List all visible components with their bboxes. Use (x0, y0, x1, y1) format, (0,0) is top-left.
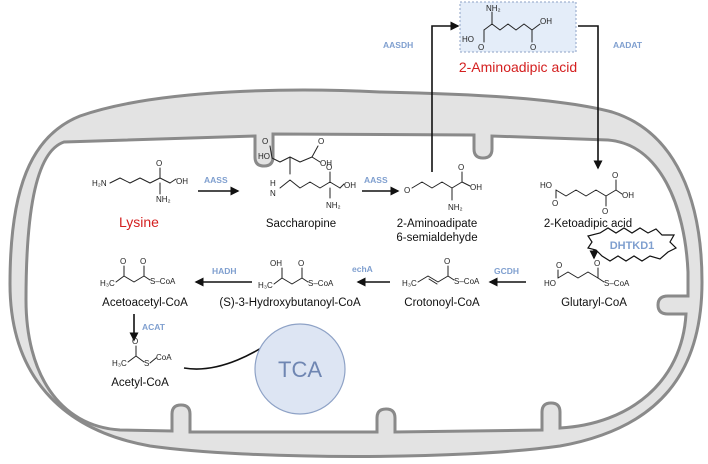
hydroxybutanoyl-coa-label: (S)-3-Hydroxybutanoyl-CoA (219, 297, 361, 309)
coa-thioester-label: S–CoA (604, 279, 630, 288)
enzyme-aass: AASS (364, 175, 388, 185)
hydroxyl-label: OH (344, 181, 356, 190)
amino-group-label: NH₂ (486, 4, 501, 13)
enzyme-echa: echA (352, 264, 373, 274)
aminoadipate-semialdehyde-label-1: 2-Aminoadipate (397, 218, 478, 230)
lysine-label: Lysine (119, 214, 159, 230)
oxygen-label: O (602, 207, 608, 216)
saccharopine-structure: HO O O OH H N O OH NH₂ (258, 137, 356, 210)
hydroxyl-label: OH (622, 191, 634, 200)
enzyme-gcdh: GCDH (494, 266, 519, 276)
methyl-label: H₃C (402, 279, 417, 288)
oxygen-label: O (612, 171, 618, 180)
methyl-label: H₃C (258, 281, 273, 290)
aminoadipate-semialdehyde-structure: O O OH NH₂ (404, 163, 482, 212)
oxygen-label: O (552, 199, 558, 208)
oxygen-label: O (444, 257, 450, 266)
hydroxyl-label: HO (258, 152, 270, 161)
amino-group-label: H₂N (92, 179, 107, 188)
methyl-label: H₃C (100, 279, 115, 288)
oxygen-label: O (458, 163, 464, 172)
coa-thioester-label: S–CoA (454, 277, 480, 286)
glutaryl-coa-structure: HO O O S–CoA (544, 259, 630, 288)
amino-group-label: NH₂ (326, 201, 341, 210)
acetyl-coa-label: Acetyl-CoA (111, 377, 169, 389)
dhtkd1-starburst (587, 227, 678, 262)
acetyl-coa-structure: H₃C O S CoA (112, 337, 172, 368)
oxygen-label: O (404, 186, 410, 195)
ketoadipic-acid-structure: HO O O O OH (540, 171, 634, 216)
enzyme-acat: ACAT (142, 322, 166, 332)
hydroxyl-label: OH (176, 177, 188, 186)
enzyme-dhtkd1: DHTKD1 (610, 240, 655, 252)
hydroxyl-label: OH (470, 183, 482, 192)
amino-group-label: NH₂ (448, 203, 463, 212)
oxygen-label: O (318, 137, 324, 146)
aminoadipic-acid-structure: NH₂ HO O OH O (462, 4, 552, 52)
oxygen-label: O (530, 43, 536, 52)
aminoadipic-acid-label: 2-Aminoadipic acid (459, 59, 577, 75)
hydroxyl-label: OH (320, 159, 332, 168)
amino-group-label: NH₂ (156, 195, 171, 204)
hydroxyl-label: HO (544, 279, 556, 288)
enzyme-aasdh: AASDH (383, 40, 413, 50)
hydroxyl-label: HO (540, 181, 552, 190)
saccharopine-label: Saccharopine (266, 218, 336, 230)
hydroxyl-label: OH (540, 17, 552, 26)
oxygen-label: O (478, 43, 484, 52)
oxygen-label: O (594, 259, 600, 268)
import-arrow (578, 25, 603, 170)
oxygen-label: O (140, 257, 146, 266)
hydroxyl-label: OH (270, 259, 282, 268)
sulfur-label: S (144, 359, 149, 368)
ketoadipic-acid-label: 2-Ketoadipic acid (544, 218, 632, 230)
export-arrow (431, 21, 460, 172)
oxygen-label: O (156, 159, 162, 168)
methyl-label: H₃C (112, 359, 127, 368)
enzyme-hadh: HADH (212, 266, 237, 276)
oxygen-label: O (298, 259, 304, 268)
oxygen-label: O (326, 163, 332, 172)
hydrogen-label: H (270, 179, 276, 188)
coa-label: CoA (156, 353, 172, 362)
hydroxyl-label: HO (462, 35, 474, 44)
lysine-structure: H₂N O OH NH₂ (92, 159, 188, 204)
enzyme-aass: AASS (204, 175, 228, 185)
nitrogen-label: N (270, 189, 276, 198)
acetoacetyl-coa-structure: H₃C O O S–CoA (100, 257, 176, 288)
glutaryl-coa-label: Glutaryl-CoA (561, 297, 627, 309)
oxygen-label: O (132, 337, 138, 346)
acetoacetyl-coa-label: Acetoacetyl-CoA (102, 297, 188, 309)
hydroxybutanoyl-coa-structure: H₃C OH O S–CoA (258, 259, 334, 290)
oxygen-label: O (120, 257, 126, 266)
crotonoyl-coa-structure: H₃C O S–CoA (402, 257, 480, 288)
crotonoyl-coa-label: Crotonoyl-CoA (404, 297, 480, 309)
oxygen-label: O (262, 137, 268, 146)
coa-thioester-label: S–CoA (150, 277, 176, 286)
aminoadipic-acid-box (459, 1, 577, 53)
tca-label: TCA (278, 357, 322, 382)
aminoadipate-semialdehyde-label-2: 6-semialdehyde (396, 232, 477, 244)
enzyme-aadat: AADAT (613, 40, 643, 50)
oxygen-label: O (556, 261, 562, 270)
tca-cycle-circle (254, 323, 346, 415)
coa-thioester-label: S–CoA (308, 279, 334, 288)
